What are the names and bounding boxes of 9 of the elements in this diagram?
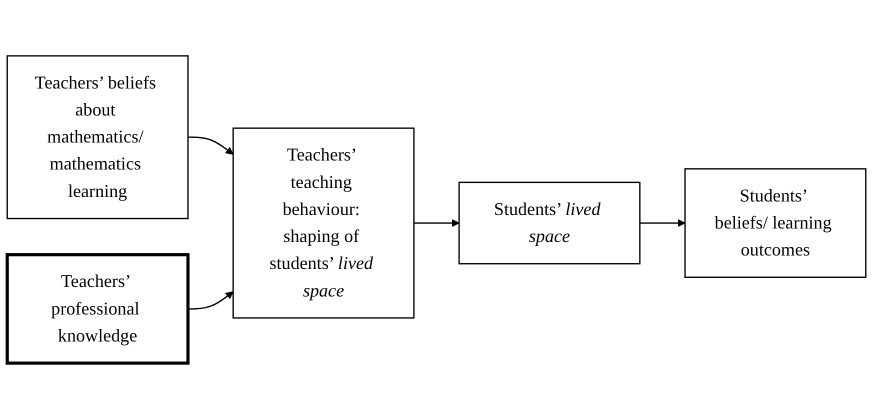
node-box: Teachers’ beliefs about mathematics/ mathematics learning: [6, 55, 189, 220]
node-box: Teachers’ professional knowledge: [6, 253, 190, 365]
arrow: [640, 219, 686, 228]
arrow: [188, 291, 234, 310]
node-box: Students’ lived space: [458, 182, 641, 264]
arrow: [188, 136, 234, 155]
node-box: Teachers’ teaching behaviour: shaping of students’ lived space: [232, 127, 415, 319]
arrow: [414, 219, 460, 228]
node-box: Students’ beliefs/ learning outcomes: [684, 168, 866, 278]
